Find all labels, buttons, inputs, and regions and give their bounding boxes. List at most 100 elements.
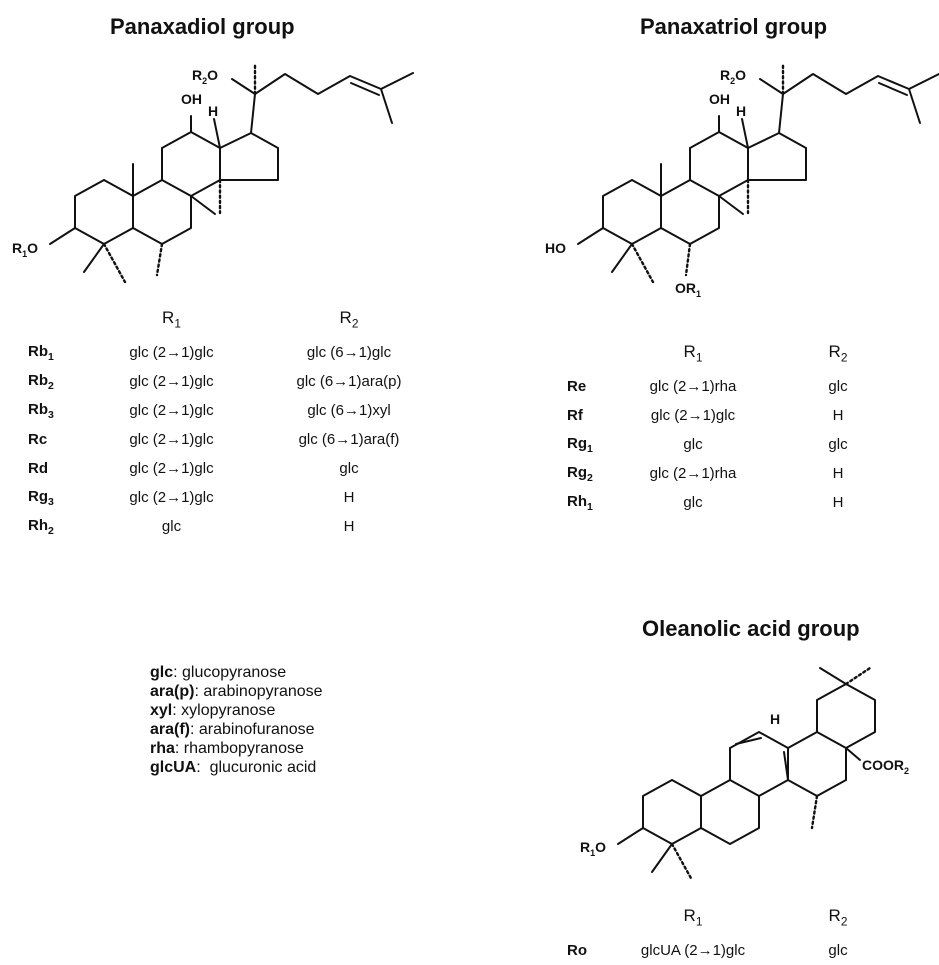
legend-item: glc: glucopyranose — [150, 663, 323, 682]
legend-abbr: xyl — [150, 702, 173, 719]
table-row: Rf glc (2→1)glc H — [567, 401, 913, 430]
legend-desc: : rhambopyranose — [174, 740, 304, 757]
r2-value: glc — [339, 460, 359, 477]
oleanolic-r1-header: R1 — [683, 905, 703, 929]
table-row: Rb3 glc (2→1)glc glc (6→1)xyl — [28, 396, 439, 425]
panaxadiol-r2-header: R2 — [339, 307, 359, 331]
r2-value: glc — [828, 436, 848, 453]
legend-item: xyl: xylopyranose — [150, 701, 323, 720]
legend-item: ara(f): arabinofuranose — [150, 720, 323, 739]
r1-value: glc (2→1)glc — [650, 407, 736, 424]
r2-value: glc (6→1)ara(p) — [296, 373, 402, 390]
oleanolic-h-label: H — [770, 711, 780, 727]
compound-name: Rb3 — [28, 400, 54, 421]
r2-value: glc (6→1)xyl — [307, 402, 391, 419]
table-row: Rg1 glc glc — [567, 430, 913, 459]
compound-name: Rb2 — [28, 371, 54, 392]
r2-value: glc — [828, 378, 848, 395]
legend-abbr: glc — [150, 664, 174, 681]
legend-desc: : glucuronic acid — [196, 759, 317, 776]
legend-abbr: glcUA — [150, 759, 197, 776]
legend-desc: : arabinopyranose — [194, 683, 323, 700]
panaxadiol-r1-header: R1 — [162, 307, 181, 331]
compound-name: Rh1 — [567, 492, 593, 513]
r1-value: glc — [161, 518, 182, 535]
r1-value: glc (2→1)glc — [129, 460, 214, 477]
compound-name: Rc — [28, 431, 48, 448]
compound-name: Rg1 — [567, 434, 593, 455]
table-row: Rb2 glc (2→1)glc glc (6→1)ara(p) — [28, 367, 439, 396]
panaxadiol-r1o-label: R1O — [12, 240, 38, 259]
r2-value: H — [832, 407, 844, 424]
oleanolic-title: Oleanolic acid group — [642, 616, 860, 641]
panaxadiol-title: Panaxadiol group — [110, 14, 295, 39]
panaxatriol-r2o-label: R2O — [720, 67, 746, 86]
table-row: Rb1 glc (2→1)glc glc (6→1)glc — [28, 338, 439, 367]
compound-name: Rb1 — [28, 342, 54, 363]
legend-abbr: ara(f) — [150, 721, 191, 738]
r1-value: glc (2→1)glc — [129, 489, 214, 506]
panaxatriol-or1-label: OR1 — [675, 280, 701, 299]
oleanolic-table: R1 R2 Ro glcUA (2→1)glc glc — [567, 898, 913, 965]
legend-item: glcUA: glucuronic acid — [150, 758, 323, 777]
oleanolic-coor2-label: COOR2 — [862, 757, 909, 776]
panaxatriol-ho-label: HO — [545, 240, 566, 256]
r1-value: glc (2→1)rha — [649, 378, 737, 395]
legend-desc: : glucopyranose — [173, 664, 287, 681]
panaxadiol-r2o-label: R2O — [192, 67, 218, 86]
r2-value: H — [832, 465, 844, 482]
panaxatriol-r2-header: R2 — [828, 341, 848, 365]
table-row: Re glc (2→1)rha glc — [567, 372, 913, 401]
panaxatriol-table-header: R1 R2 — [567, 334, 913, 372]
oleanolic-r1o-label: R1O — [580, 839, 606, 858]
compound-name: Ro — [567, 942, 587, 959]
r1-value: glc (2→1)glc — [129, 344, 214, 361]
legend-item: rha: rhambopyranose — [150, 739, 323, 758]
r1-value: glc — [683, 494, 703, 511]
compound-name: Rh2 — [28, 516, 54, 537]
oleanolic-table-header: R1 R2 — [567, 898, 913, 936]
compound-name: Rf — [567, 407, 583, 424]
r2-value: glc (6→1)ara(f) — [298, 431, 400, 448]
legend-abbr: rha — [150, 740, 175, 757]
table-row: Rd glc (2→1)glc glc — [28, 454, 439, 483]
r1-value: glc — [683, 436, 703, 453]
r1-value: glcUA (2→1)glc — [640, 942, 746, 959]
compound-name: Rd — [28, 460, 48, 477]
r1-value: glc (2→1)glc — [129, 431, 214, 448]
r2-value: H — [343, 489, 355, 506]
r2-value: glc — [828, 942, 848, 959]
r2-value: glc (6→1)glc — [306, 344, 392, 361]
panaxatriol-r1-header: R1 — [683, 341, 703, 365]
panaxatriol-title: Panaxatriol group — [640, 14, 828, 39]
oleanolic-skeleton — [617, 666, 876, 882]
table-row: Rh1 glc H — [567, 488, 913, 517]
panaxadiol-table-header: R1 R2 — [28, 300, 439, 338]
table-row: Ro glcUA (2→1)glc glc — [567, 936, 913, 965]
compound-name: Re — [567, 378, 587, 395]
panaxadiol-skeleton — [49, 61, 414, 284]
table-row: Rc glc (2→1)glc glc (6→1)ara(f) — [28, 425, 439, 454]
oleanolic-r2-header: R2 — [828, 905, 848, 929]
panaxadiol-oh-label: OH — [181, 91, 202, 107]
r2-value: H — [343, 518, 355, 535]
panaxatriol-h-label: H — [736, 103, 746, 119]
legend-desc: : xylopyranose — [172, 702, 276, 719]
table-row: Rh2 glc H — [28, 512, 439, 541]
compound-name: Rg2 — [567, 463, 593, 484]
panaxatriol-skeleton — [577, 61, 939, 284]
r2-value: H — [832, 494, 844, 511]
legend-item: ara(p): arabinopyranose — [150, 682, 323, 701]
r1-value: glc (2→1)glc — [129, 373, 214, 390]
legend-abbr: ara(p) — [150, 683, 195, 700]
r1-value: glc (2→1)glc — [129, 402, 214, 419]
panaxatriol-oh-label: OH — [709, 91, 730, 107]
r1-value: glc (2→1)rha — [649, 465, 737, 482]
panaxadiol-h-label: H — [208, 103, 218, 119]
legend-desc: : arabinofuranose — [190, 721, 315, 738]
table-row: Rg2 glc (2→1)rha H — [567, 459, 913, 488]
